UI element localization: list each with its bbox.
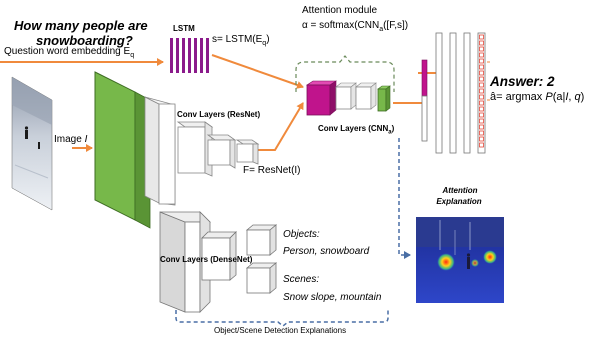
image-label: Image I (54, 135, 87, 145)
answer-formula-mid: (a| (552, 91, 566, 103)
cnna-block (306, 80, 391, 116)
detection-caption: Object/Scene Detection Explanations (214, 326, 347, 335)
resnet-equation: F= ResNet(I) (243, 165, 301, 176)
resnet-label: Conv Layers (ResNet) (177, 110, 261, 119)
densenet-stack (159, 211, 278, 313)
question-line-2: snowboarding? (36, 33, 133, 48)
answer-formula-i: I (565, 91, 569, 103)
lstm-equation: s= LSTM(Eq) (212, 34, 270, 48)
embedding-label-text: Question word embedding E (4, 46, 131, 57)
attention-formula-suffix: ([F,s]) (383, 20, 409, 31)
objects-label: Objects: (283, 229, 320, 240)
input-image (11, 76, 53, 211)
answer-connectors (487, 61, 490, 101)
answer-formula-close: ) (580, 91, 585, 103)
lstm-to-attention-arrow (211, 54, 304, 89)
embedding-label: Question word embedding Eq (4, 46, 135, 60)
attention-formula-prefix: α = softmax(CNN (302, 20, 380, 31)
attention-formula: α = softmax(CNNa([F,s]) (302, 20, 409, 34)
lstm-equation-close: ) (266, 34, 270, 45)
attention-explanation-connector (398, 138, 411, 259)
objects-value: Person, snowboard (283, 246, 370, 257)
densenet-label: Conv Layers (DenseNet) (160, 255, 253, 264)
answer-formula-p: P (545, 91, 553, 103)
answer-formula-prefix: â= argmax (490, 91, 546, 103)
attention-module-brace (295, 55, 395, 92)
attention-module-title: Attention module (302, 5, 378, 16)
attention-heatmap (416, 217, 504, 303)
lstm-equation-sub: q (262, 40, 267, 47)
lstm-title: LSTM (173, 24, 195, 33)
answer-formula-comma: , (568, 91, 575, 103)
image-label-italic: I (84, 134, 88, 145)
attention-hotspot (471, 259, 479, 267)
answer-formula: â= argmax P(a|I, q) (490, 92, 584, 103)
lstm-equation-text: s= LSTM(E (212, 34, 263, 45)
question-line-1: How many people are (14, 18, 148, 33)
lstm-block (170, 38, 209, 73)
answer-formula-q: q (574, 91, 581, 103)
attention-formula-sub: a (379, 26, 384, 33)
scenes-label: Scenes: (283, 274, 320, 285)
cnna-label-close: ) (391, 124, 395, 133)
answer-title: Answer: 2 (490, 74, 555, 89)
cnna-label: Conv Layers (CNNa) (318, 125, 394, 136)
attention-explanation-line-2: Explanation (436, 197, 482, 206)
scenes-value: Snow slope, mountain (283, 292, 382, 303)
detection-bracket (175, 310, 389, 327)
softmax-output-column (479, 34, 484, 148)
resnet-stack (94, 71, 260, 229)
classifier-layers (421, 32, 486, 154)
cnna-label-text: Conv Layers (CNN (318, 124, 389, 133)
embedding-label-sub: q (130, 52, 135, 59)
resnet-to-attention-arrow (258, 102, 304, 151)
attention-hotspot (437, 253, 455, 271)
image-label-text: Image (54, 134, 85, 145)
attention-explanation-line-1: Attention (442, 186, 478, 195)
cnna-label-sub: a (388, 129, 392, 136)
attention-hotspot (483, 250, 497, 264)
